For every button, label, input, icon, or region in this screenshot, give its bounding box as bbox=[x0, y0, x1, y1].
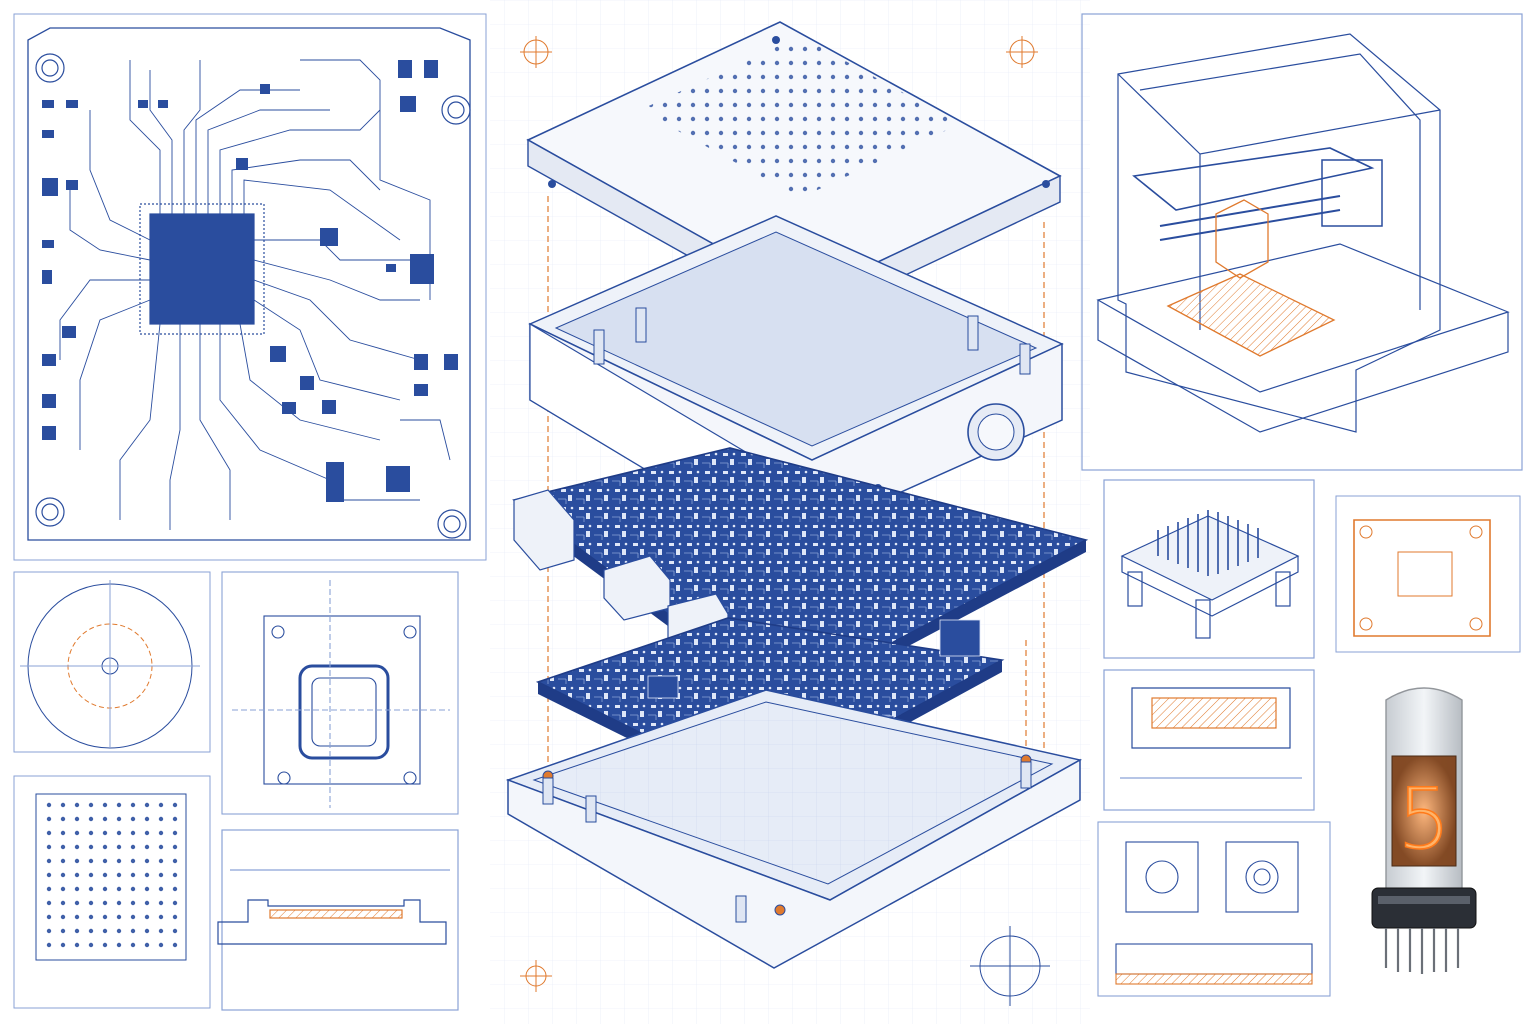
mcu-chip bbox=[149, 213, 255, 325]
flange-plan-drawing bbox=[1097, 821, 1331, 997]
pcb-traces bbox=[59, 59, 451, 530]
bracket-outline-drawing bbox=[1335, 495, 1521, 653]
lid-vent-holes bbox=[640, 36, 960, 198]
3d-printer-wireframe bbox=[1081, 13, 1523, 471]
print-head-and-bed bbox=[1166, 199, 1336, 357]
pcb-layout-drawing bbox=[13, 13, 487, 561]
housing-standoffs bbox=[593, 307, 1031, 375]
enclosure-base-tray bbox=[505, 689, 1083, 969]
registration-marks bbox=[520, 36, 1038, 992]
hatched-section-drawing bbox=[1103, 669, 1315, 811]
nixie-digit: 5 bbox=[1397, 770, 1450, 868]
nixie-glow-chamber bbox=[1391, 755, 1457, 867]
section-profile-drawing bbox=[217, 829, 459, 1011]
nixie-pins bbox=[1384, 928, 1460, 974]
smd-components bbox=[42, 60, 458, 502]
led-matrix-drawing bbox=[13, 775, 211, 1009]
housing-top-view-drawing bbox=[221, 571, 459, 815]
nixie-tube: 5 bbox=[1371, 687, 1477, 974]
circular-part-drawing bbox=[13, 571, 211, 753]
exploded-enclosure-drawing bbox=[505, 21, 1089, 1006]
heatsink-module-drawing bbox=[1103, 479, 1315, 659]
